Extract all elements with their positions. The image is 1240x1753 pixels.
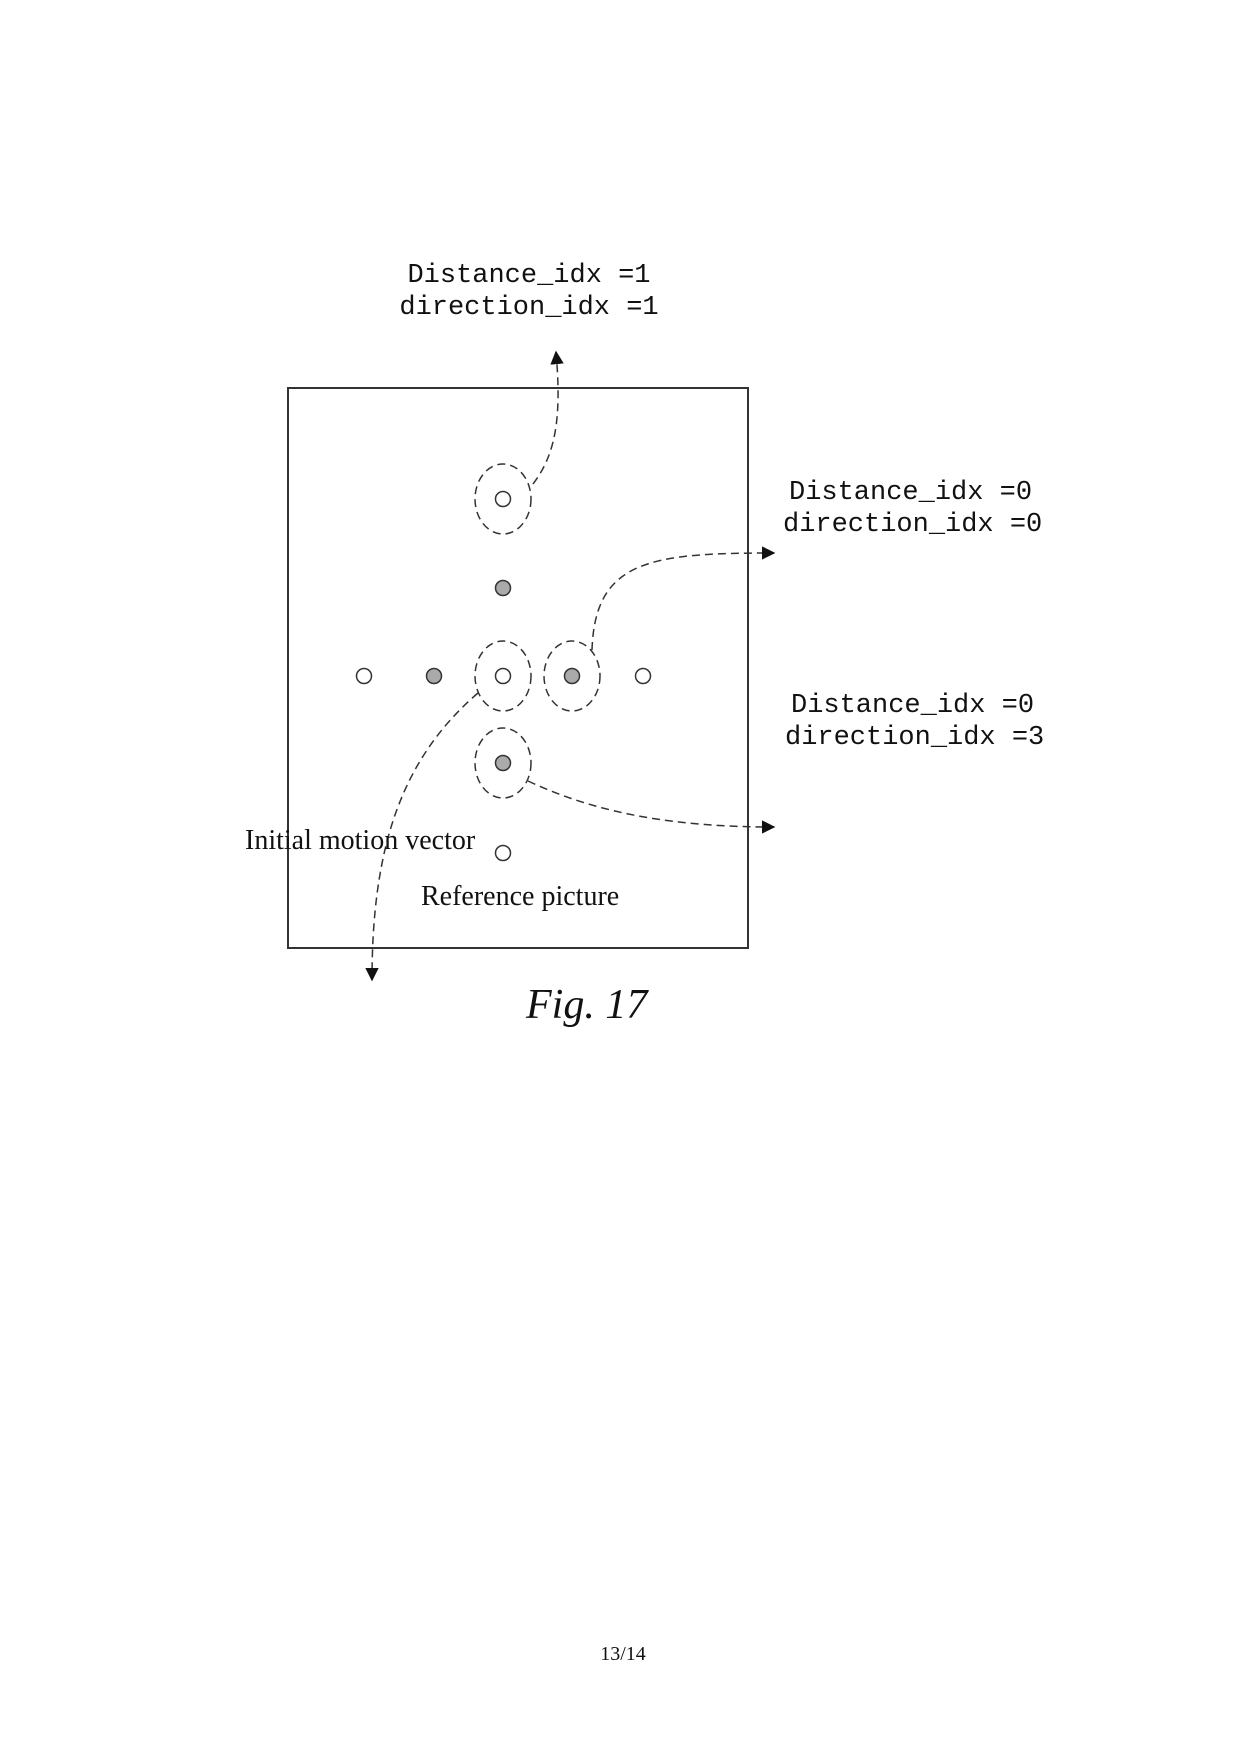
point-bottom-far [494, 844, 512, 862]
label-right-lower-line2: direction_idx =3 [785, 723, 1044, 753]
arrow-initial [365, 692, 479, 982]
reference-picture-frame [287, 387, 749, 949]
ring-bottom-near [474, 727, 532, 799]
label-top-line2: direction_idx =1 [399, 293, 658, 323]
point-right-near [563, 667, 581, 685]
arrow-right-lower [527, 780, 776, 834]
label-top-line1: Distance_idx =1 [407, 261, 650, 291]
label-initial-motion-vector: Initial motion vector [245, 825, 476, 856]
point-top-near [494, 579, 512, 597]
page-number: 13/14 [600, 1643, 646, 1665]
label-right-upper-line1: Distance_idx =0 [789, 478, 1032, 508]
label-right-upper-line2: direction_idx =0 [783, 510, 1042, 540]
leader-arrows [365, 350, 776, 982]
figure-title: Fig. 17 [525, 982, 649, 1028]
ring-center [474, 640, 532, 712]
search-points [355, 490, 652, 862]
caption-reference-picture: Reference picture [421, 881, 619, 912]
point-right-far [634, 667, 652, 685]
point-top-far [494, 490, 512, 508]
label-right-lower-line1: Distance_idx =0 [791, 691, 1034, 721]
arrow-top [532, 350, 564, 485]
highlight-rings [474, 463, 601, 799]
point-left-near [425, 667, 443, 685]
point-bottom-near [494, 754, 512, 772]
point-center [494, 667, 512, 685]
ring-top-far [474, 463, 532, 535]
arrow-right-upper [591, 546, 776, 651]
ring-right-near [543, 640, 601, 712]
point-left-far [355, 667, 373, 685]
